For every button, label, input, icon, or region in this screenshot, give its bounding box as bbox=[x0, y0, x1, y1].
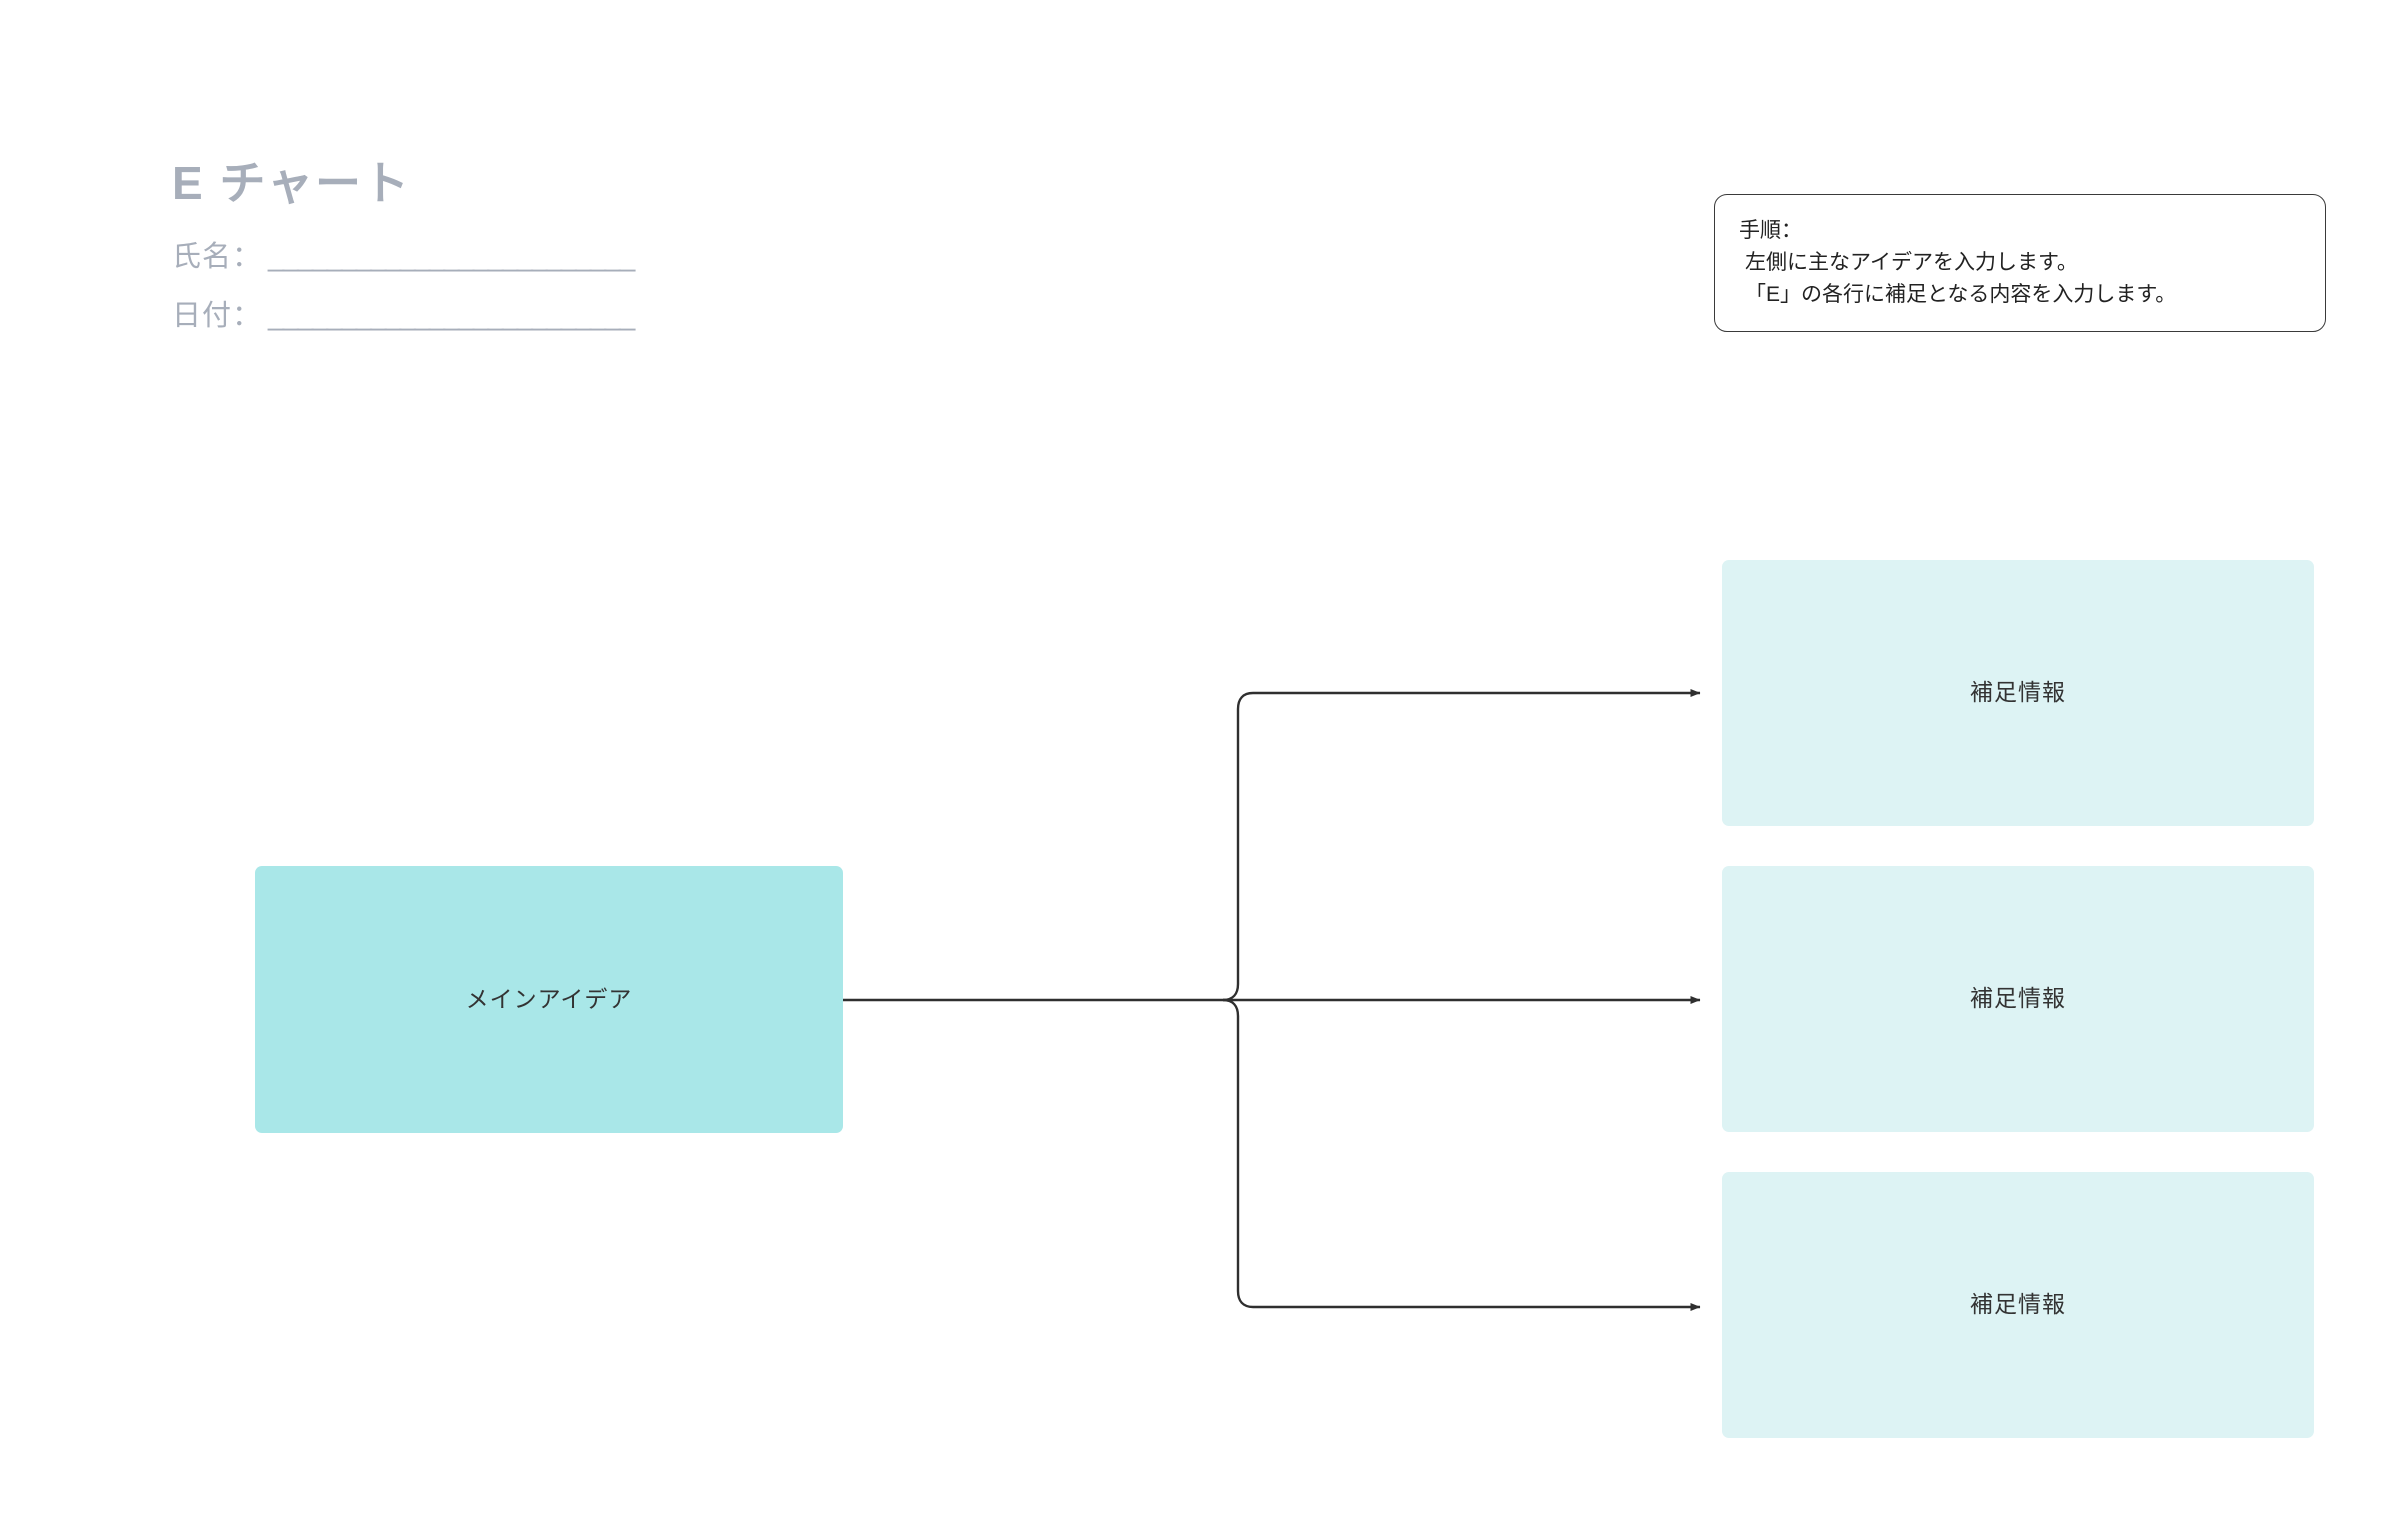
node-main-idea[interactable]: メインアイデア bbox=[255, 866, 843, 1133]
instructions-heading: 手順： bbox=[1739, 219, 1802, 242]
instructions-box: 手順： 左側に主なアイデアを入力します。 「E」の各行に補足となる内容を入力しま… bbox=[1714, 194, 2326, 332]
node-detail-2[interactable]: 補足情報 bbox=[1722, 866, 2314, 1132]
name-field-row: 氏名： _________________________ bbox=[172, 240, 1072, 273]
node-detail-3[interactable]: 補足情報 bbox=[1722, 1172, 2314, 1438]
name-field-input-line[interactable]: _________________________ bbox=[268, 240, 635, 273]
node-detail-1[interactable]: 補足情報 bbox=[1722, 560, 2314, 826]
page-title: E チャート bbox=[172, 157, 412, 209]
instructions-step-2: 「E」の各行に補足となる内容を入力します。 bbox=[1745, 282, 2177, 306]
connector-branch-3 bbox=[1222, 998, 1701, 1311]
node-detail-3-label: 補足情報 bbox=[1970, 1291, 2066, 1318]
connector-branch-1 bbox=[1222, 689, 1701, 1002]
node-detail-2-label: 補足情報 bbox=[1970, 985, 2066, 1012]
name-field-label: 氏名： bbox=[172, 240, 263, 273]
date-field-row: 日付： _________________________ bbox=[172, 299, 1072, 332]
date-field-input-line[interactable]: _________________________ bbox=[268, 299, 635, 332]
node-main-idea-label: メインアイデア bbox=[465, 985, 633, 1012]
instructions-step-1: 左側に主なアイデアを入力します。 bbox=[1745, 250, 2078, 274]
node-detail-1-label: 補足情報 bbox=[1970, 679, 2066, 706]
header-block: E チャート 氏名： _________________________ 日付：… bbox=[172, 158, 1072, 361]
date-field-label: 日付： bbox=[172, 299, 263, 332]
